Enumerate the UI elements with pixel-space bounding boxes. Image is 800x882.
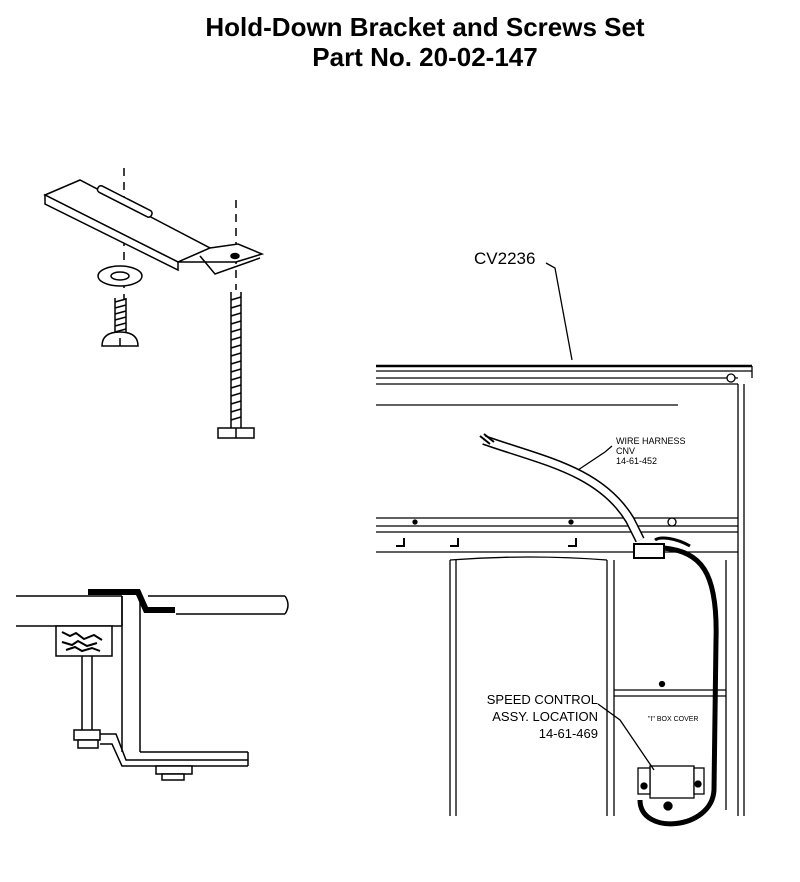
- wire-harness-line2: CNV: [616, 446, 636, 456]
- model-number-label: CV2236: [474, 249, 536, 268]
- long-screw: [217, 292, 255, 439]
- bracket-exploded-view: [43, 168, 265, 439]
- wire-harness-line1: WIRE HARNESS: [616, 436, 686, 446]
- speed-control-box: [649, 765, 695, 799]
- diagram-title: Hold-Down Bracket and Screws Set: [205, 12, 645, 42]
- speed-control-line2: ASSY. LOCATION: [492, 709, 598, 724]
- wire-harness-line3: 14-61-452: [616, 456, 658, 466]
- installed-section-view: [16, 589, 289, 781]
- speed-control-line1: SPEED CONTROL: [486, 692, 598, 707]
- unit-cabinet-view: [376, 262, 753, 827]
- part-number: Part No. 20-02-147: [312, 42, 538, 72]
- speed-control-line3: 14-61-469: [538, 726, 598, 741]
- box-cover-note: "I" BOX COVER: [648, 716, 699, 723]
- wire-harness-callout: WIRE HARNESS CNV 14-61-452: [616, 436, 686, 466]
- short-screw: [101, 298, 139, 347]
